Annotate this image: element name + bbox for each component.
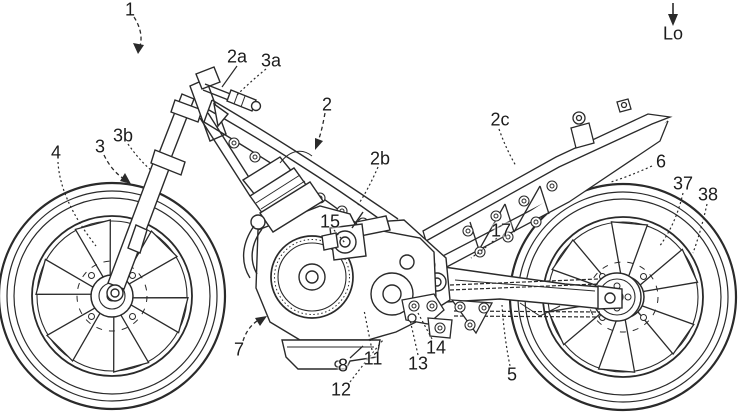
direction-label-lo: Lo (662, 23, 684, 44)
callout-label-2: 2 (321, 94, 333, 115)
callout-label-5: 5 (506, 364, 518, 385)
front-wheel (0, 181, 227, 411)
callout-label-17: 17 (490, 220, 512, 241)
callout-label-2a: 2a (226, 46, 248, 67)
swingarm (443, 266, 623, 317)
callout-label-4: 4 (50, 142, 62, 163)
callout-label-2c: 2c (490, 109, 510, 130)
callout-label-11: 11 (363, 348, 383, 369)
bracket-bolt-holes (408, 300, 490, 334)
callout-label-15: 15 (319, 211, 341, 232)
callout-label-7: 7 (233, 339, 245, 360)
callout-label-3: 3 (94, 136, 106, 157)
steering-head (189, 66, 262, 142)
callout-label-2b: 2b (369, 148, 391, 169)
rear-subframe (422, 98, 673, 271)
engine (241, 150, 437, 370)
callout-label-13: 13 (407, 353, 429, 374)
callout-leader-lines (57, 3, 708, 383)
callout-label-1: 1 (124, 0, 136, 20)
callout-label-12: 12 (330, 379, 352, 400)
callout-label-37: 37 (672, 173, 694, 194)
callout-label-14: 14 (425, 337, 447, 358)
callout-label-3a: 3a (260, 50, 282, 71)
callout-label-6: 6 (655, 151, 667, 172)
lo-direction-arrow-icon (668, 3, 678, 26)
callout-label-3b: 3b (112, 125, 134, 146)
callout-label-38: 38 (697, 184, 719, 205)
callout-label-8: 8 (337, 355, 349, 376)
front-fork (106, 93, 203, 302)
